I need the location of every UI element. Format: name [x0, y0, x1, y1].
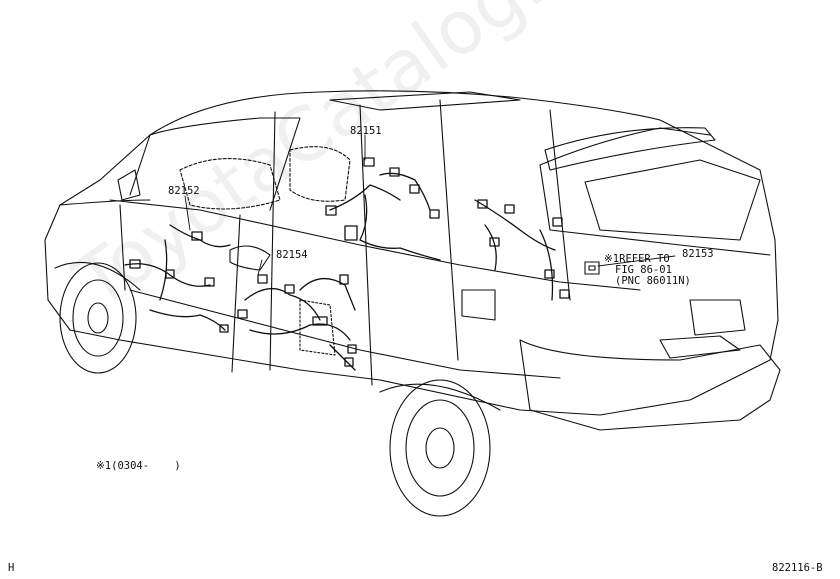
- van-body-outline: [44, 90, 781, 431]
- wire-harness-82152: [124, 224, 231, 333]
- rear-wheel: [379, 379, 501, 517]
- reference-note: ※1REFER TO FIG 86-01 (PNC 86011N): [604, 254, 691, 287]
- wire-harness-82151: [325, 157, 441, 261]
- reference-note-line1: ※1REFER TO: [604, 253, 670, 265]
- corner-letter: H: [8, 562, 15, 574]
- front-wheel: [54, 261, 141, 374]
- wire-harness-82153: [474, 199, 570, 301]
- part-number-82153: 82153: [682, 248, 714, 260]
- part-number-82151: 82151: [350, 125, 382, 137]
- reference-note-line2: FIG 86-01: [615, 264, 672, 276]
- leader-lines: [184, 134, 676, 276]
- wire-harness-82154: [237, 274, 357, 371]
- connector-86011n: [584, 261, 600, 275]
- part-number-82154: 82154: [276, 249, 308, 261]
- reference-note-line3: (PNC 86011N): [615, 275, 691, 287]
- applicability-note: ※1(0304- ): [96, 460, 181, 472]
- figure-code: 822116-B: [772, 562, 823, 574]
- part-number-82152: 82152: [168, 185, 200, 197]
